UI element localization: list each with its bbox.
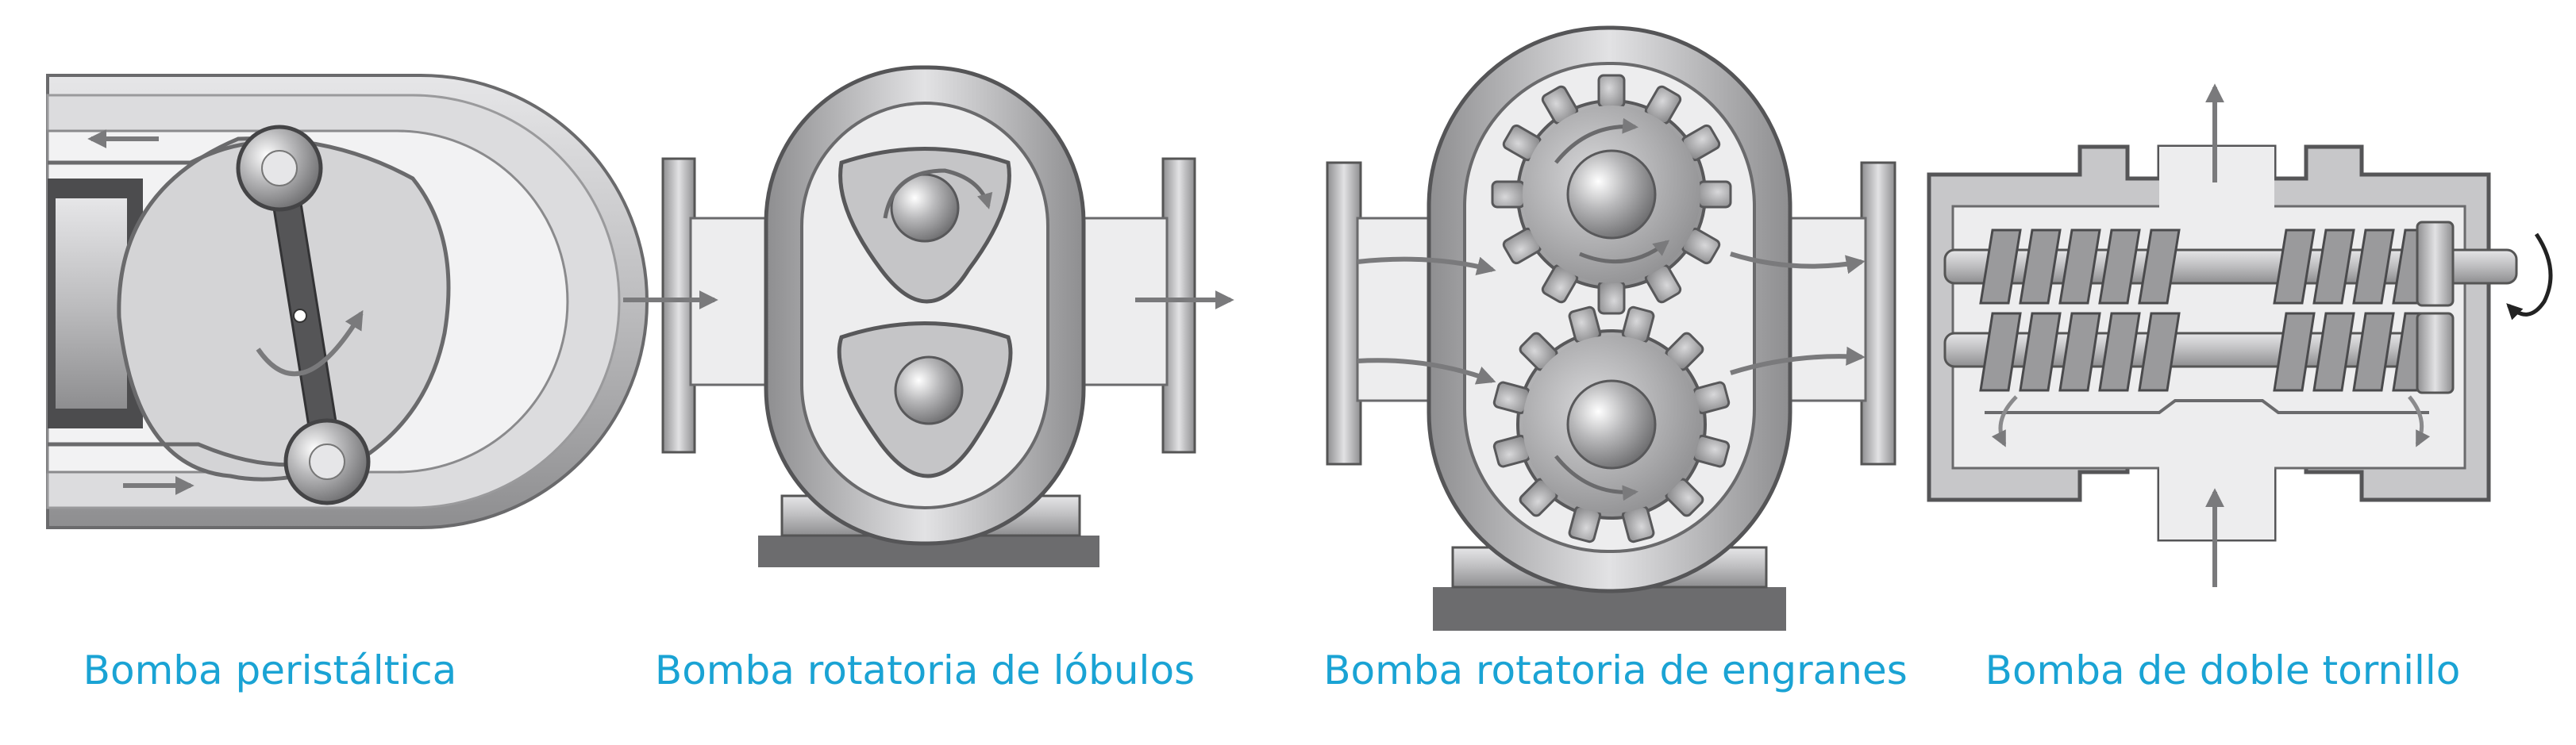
lower-screw <box>1943 312 2439 392</box>
upper-screw <box>1943 228 2518 305</box>
upper-gear <box>1491 74 1732 315</box>
caption-lobe-pump: Bomba rotatoria de lóbulos <box>654 647 1196 693</box>
lower-gear <box>1492 305 1731 543</box>
peristaltic-pump-illustration <box>46 74 649 529</box>
twin-screw-pump-illustration <box>1927 83 2553 587</box>
caption-peristaltic-pump: Bomba peristáltica <box>83 647 457 693</box>
lobe-pump-illustration <box>623 65 1234 567</box>
gear-pump-illustration <box>1326 25 1896 631</box>
caption-gear-pump: Bomba rotatoria de engranes <box>1323 647 1908 693</box>
caption-twin-screw-pump: Bomba de doble tornillo <box>1985 647 2461 693</box>
